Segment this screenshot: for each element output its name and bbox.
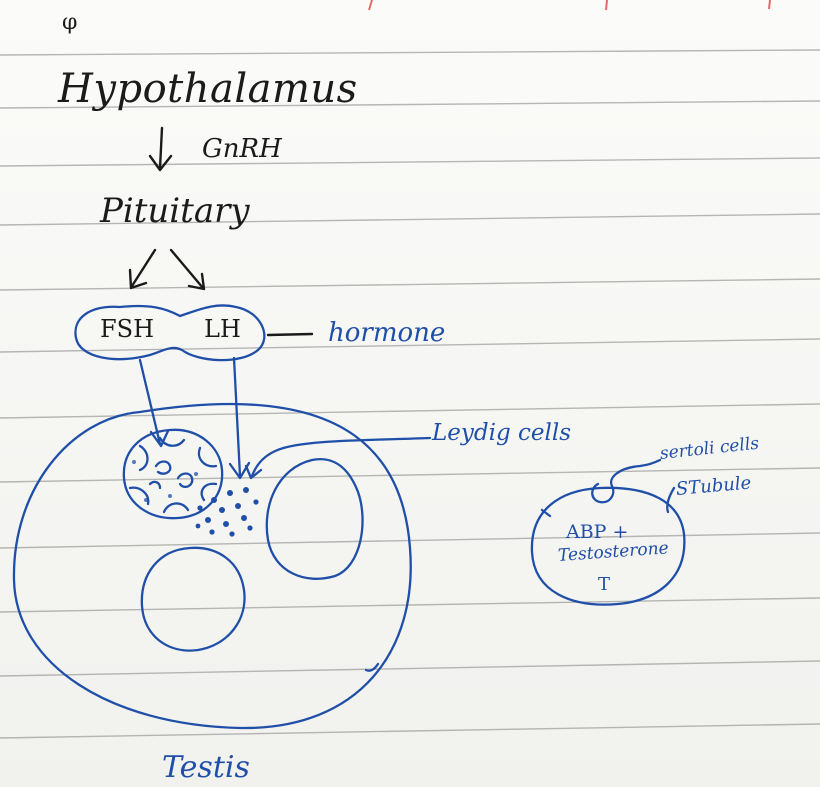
fsh-label: FSH xyxy=(100,315,154,343)
gnrh-label: GnRH xyxy=(202,134,282,164)
hypothalamus-label: Hypothalamus xyxy=(58,66,358,112)
leydig-cells xyxy=(196,487,259,537)
seminiferous-tubule-lower xyxy=(142,548,245,651)
t-label: T xyxy=(598,574,610,595)
abp-label: ABP + xyxy=(566,521,628,543)
lh-arrow xyxy=(230,358,249,478)
margin-mark: φ xyxy=(62,10,77,35)
leydig-cells-label: Leydig cells xyxy=(432,420,571,446)
hormone-label: hormone xyxy=(328,318,445,348)
leydig-pointer xyxy=(246,438,430,478)
seminiferous-tubule-right xyxy=(267,459,363,579)
testis-label: Testis xyxy=(162,750,250,785)
sertoli-loop xyxy=(592,460,660,502)
testis-outline xyxy=(14,404,411,728)
lh-label: LH xyxy=(204,315,241,343)
pituitary-label: Pituitary xyxy=(100,191,250,231)
